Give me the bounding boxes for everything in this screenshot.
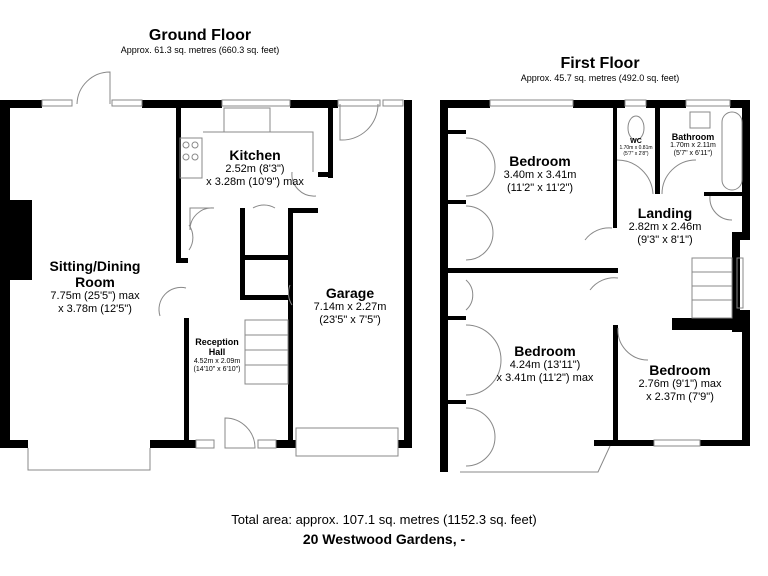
room-dimensions: 1.70m x 2.11m — [670, 142, 716, 150]
sink — [223, 107, 271, 133]
room-name: Bedroom — [649, 362, 711, 378]
room-name: Reception — [195, 337, 239, 347]
window — [221, 99, 291, 107]
window — [41, 99, 73, 107]
property-address: 20 Westwood Gardens, - — [302, 531, 466, 547]
room-dimensions: 2.82m x 2.46m — [628, 221, 702, 234]
room-dimensions: (14'10" x 6'10") — [193, 365, 241, 373]
room-dimensions: x 3.28m (10'9") max — [206, 175, 304, 188]
first-floor-area: Approx. 45.7 sq. metres (492.0 sq. feet) — [520, 73, 680, 83]
bay-window — [27, 448, 151, 471]
room-name: WC — [630, 138, 642, 145]
room-reception-hall: Reception Hall 4.52m x 2.09m (14'10" x 6… — [186, 337, 248, 374]
room-dimensions: (5'7" x 6'11") — [673, 150, 713, 158]
room-dimensions: (23'5" x 7'5") — [319, 313, 381, 326]
first-floor-plan — [440, 100, 750, 472]
room-name: Landing — [637, 205, 693, 221]
front-door — [224, 417, 256, 449]
room-dimensions: 3.40m x 3.41m — [503, 169, 577, 182]
room-dimensions: 7.75m (25'5") max — [50, 290, 140, 303]
stairs — [244, 319, 289, 385]
toilet — [627, 115, 645, 141]
room-kitchen: Kitchen 2.52m (8'3") x 3.28m (10'9") max — [200, 147, 310, 188]
room-bedroom-3: Bedroom 2.76m (9'1") max x 2.37m (7'9") — [620, 362, 740, 403]
room-bathroom: Bathroom 1.70m x 2.11m (5'7" x 6'11") — [662, 132, 724, 158]
room-sitting-dining: Sitting/Dining Room 7.75m (25'5") max x … — [30, 258, 160, 315]
garage-door — [295, 427, 399, 457]
room-name: Bedroom — [509, 153, 571, 169]
room-wc: WC 1.70m x 0.81m (5'7" x 2'8") — [614, 138, 658, 158]
first-floor-fixtures — [460, 99, 744, 473]
room-dimensions: (9'3" x 8'1") — [637, 233, 693, 246]
room-landing: Landing 2.82m x 2.46m (9'3" x 8'1") — [610, 205, 720, 246]
room-bedroom-1: Bedroom 3.40m x 3.41m (11'2" x 11'2") — [480, 153, 600, 194]
room-name: Garage — [325, 285, 375, 301]
room-dimensions: 4.52m x 2.09m — [193, 357, 241, 365]
room-dimensions: 2.52m (8'3") — [225, 163, 285, 176]
basin — [689, 111, 711, 129]
hob — [179, 137, 203, 179]
first-floor-title: First Floor — [560, 55, 640, 72]
ground-floor-area: Approx. 61.3 sq. metres (660.3 sq. feet) — [120, 45, 280, 55]
room-name: Kitchen — [229, 147, 281, 163]
room-garage: Garage 7.14m x 2.27m (23'5" x 7'5") — [300, 285, 400, 326]
room-name: Room — [75, 274, 115, 291]
room-name: Hall — [208, 347, 226, 358]
patio-door — [76, 71, 111, 105]
room-dimensions: 2.76m (9'1") max — [638, 378, 722, 391]
ground-floor-plan — [0, 100, 412, 448]
window — [111, 99, 143, 107]
total-area: Total area: approx. 107.1 sq. metres (11… — [231, 512, 537, 527]
room-dimensions: 7.14m x 2.27m — [313, 301, 387, 314]
chimney-breast — [10, 200, 32, 280]
room-bedroom-2: Bedroom 4.24m (13'11") x 3.41m (11'2") m… — [480, 343, 610, 384]
room-dimensions: 1.70m x 0.81m — [619, 145, 653, 152]
garage-side-door — [339, 103, 379, 141]
room-name: Bathroom — [671, 132, 715, 142]
room-name: Bedroom — [514, 343, 576, 359]
room-name: Sitting/Dining — [49, 258, 141, 274]
room-dimensions: 4.24m (13'11") — [509, 359, 581, 372]
room-dimensions: x 3.78m (12'5") — [58, 302, 132, 315]
bay-window — [460, 445, 611, 473]
room-dimensions: x 3.41m (11'2") max — [496, 371, 594, 384]
room-dimensions: (11'2" x 11'2") — [506, 181, 574, 194]
room-dimensions: x 2.37m (7'9") — [646, 390, 714, 403]
ground-floor-fixtures — [27, 71, 404, 471]
ground-floor-title: Ground Floor — [148, 27, 252, 44]
room-dimensions: (5'7" x 2'8") — [623, 150, 649, 157]
stairs — [691, 257, 733, 319]
bath — [721, 111, 743, 191]
